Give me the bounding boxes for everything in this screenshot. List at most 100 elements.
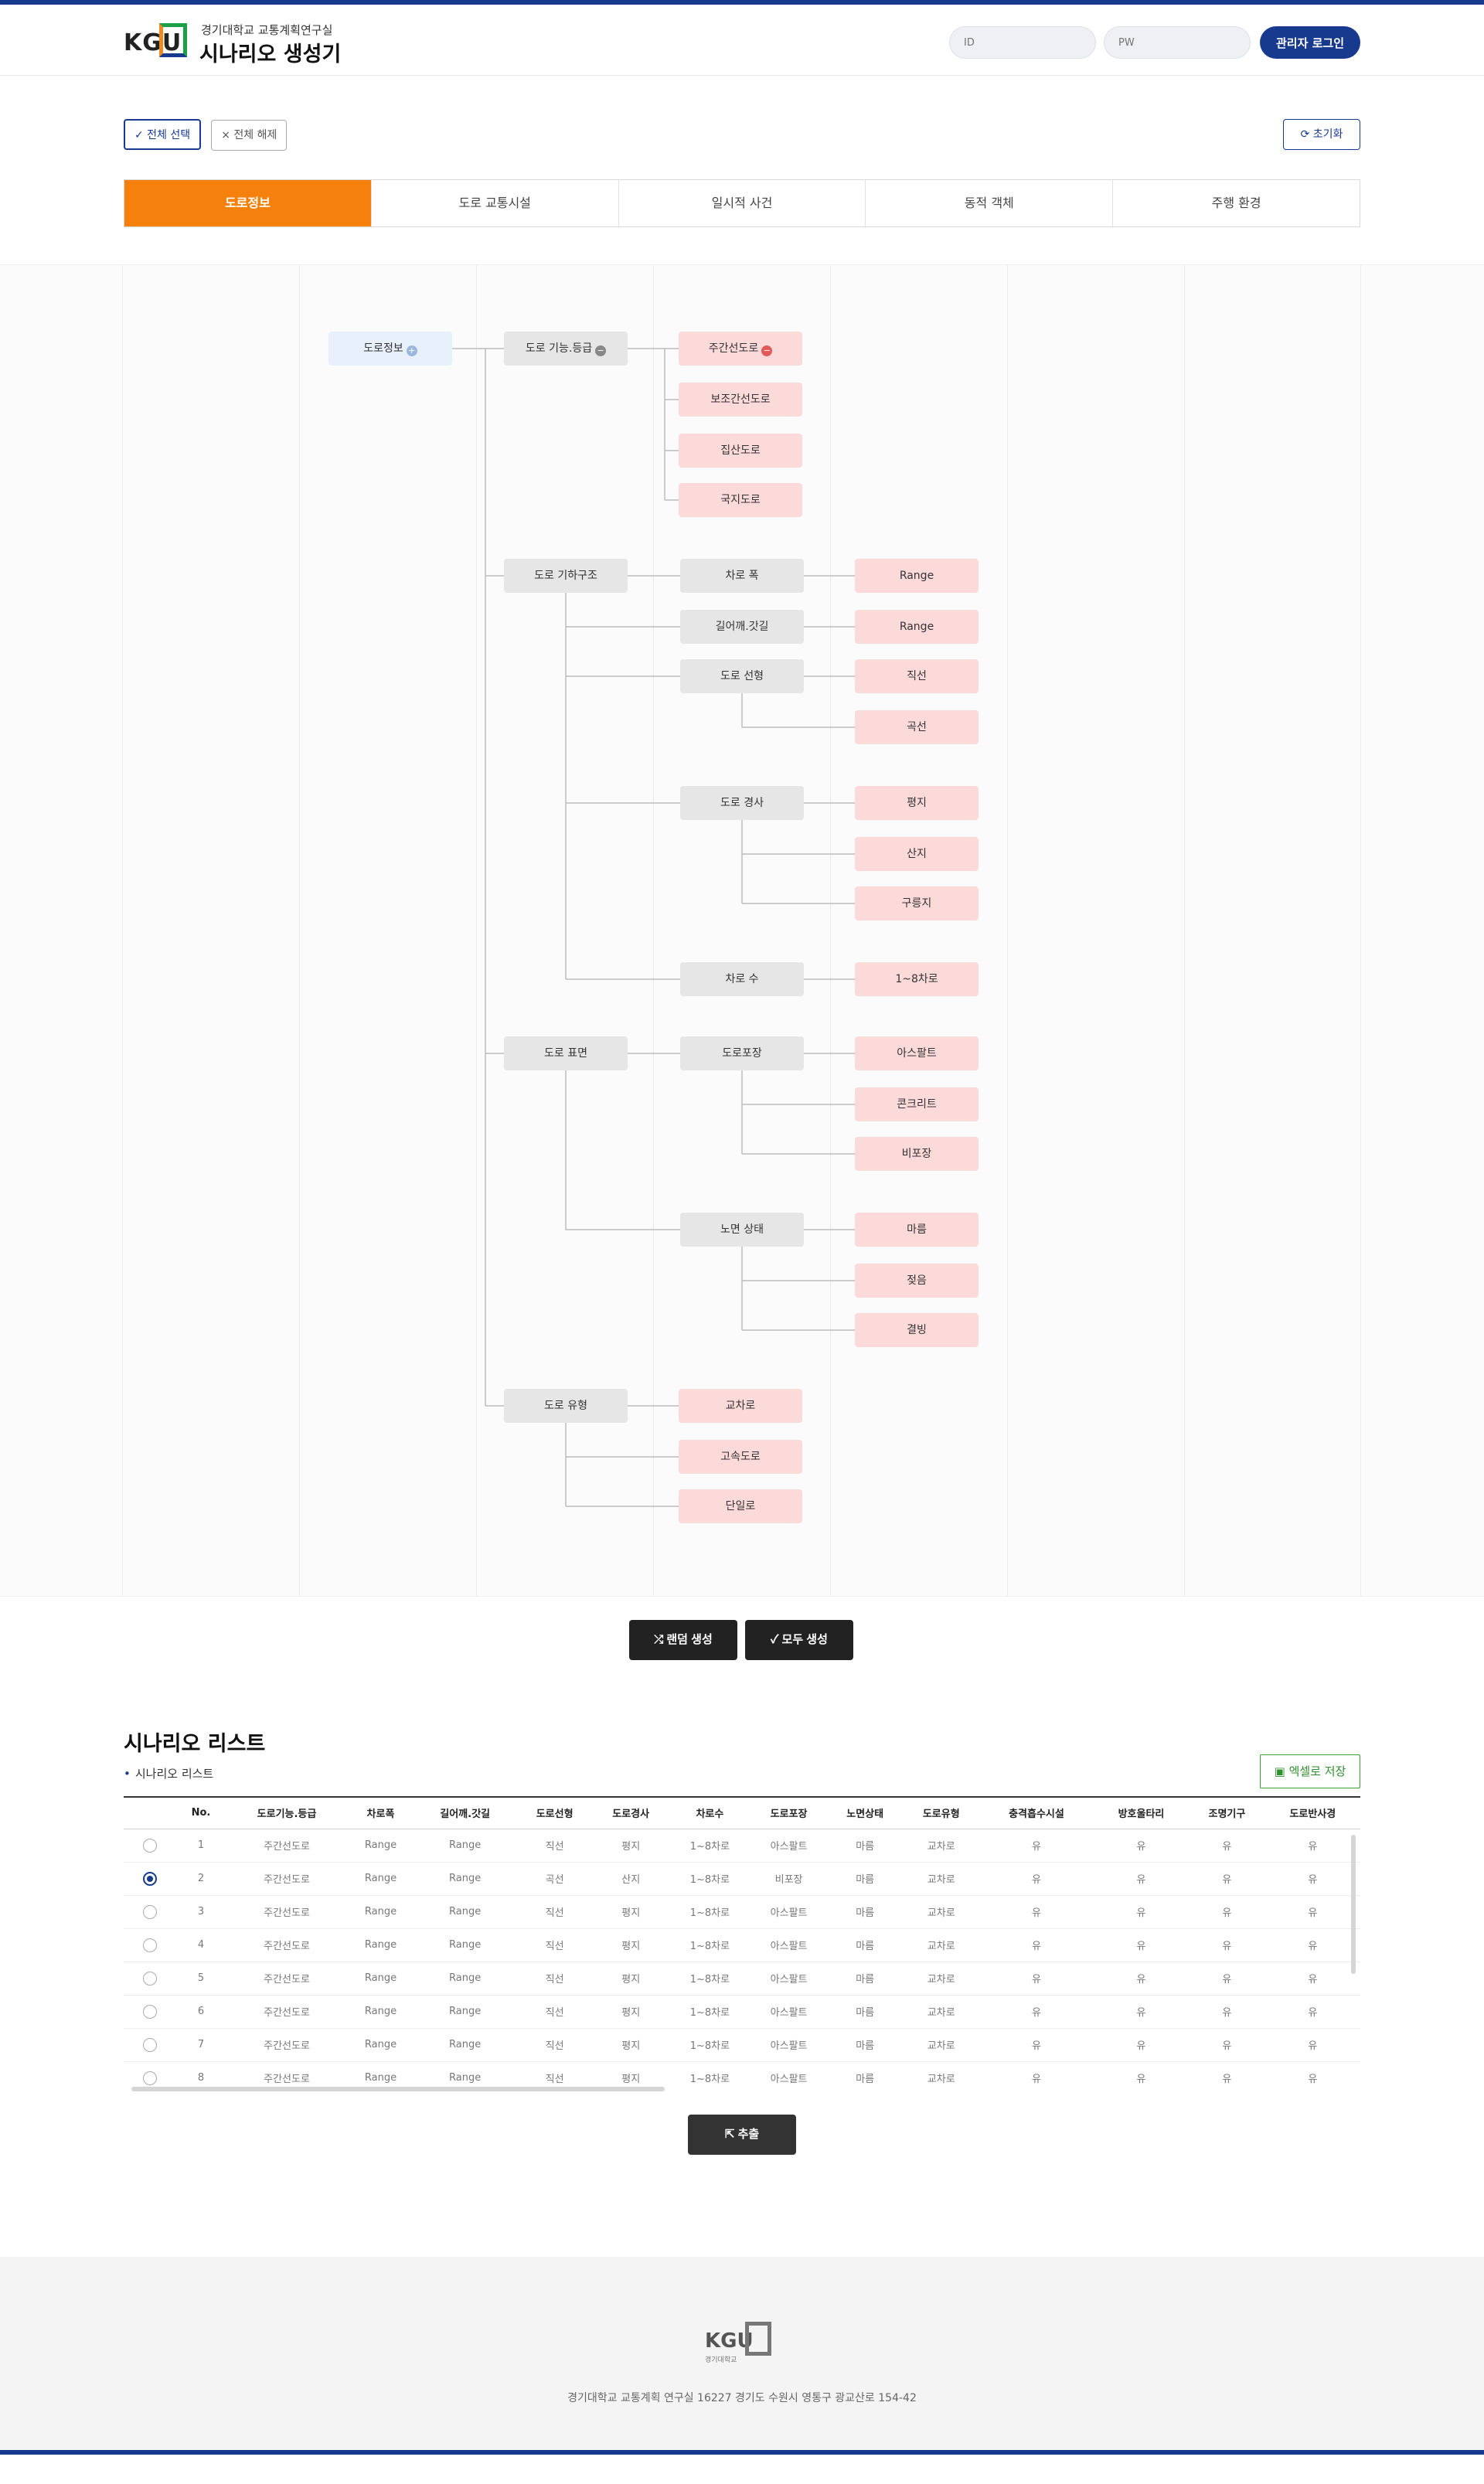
node-mountain[interactable]: 산지 xyxy=(855,837,979,871)
table-cell: 주간선도로 xyxy=(226,1895,349,1929)
row-select-cell[interactable] xyxy=(124,1928,176,1962)
table-cell: 아스팔트 xyxy=(751,1962,827,1996)
grid-line xyxy=(1360,265,1361,1596)
node-lane-count[interactable]: 차로 수 xyxy=(680,962,804,996)
node-straight[interactable]: 직선 xyxy=(855,659,979,693)
node-shoulder-range[interactable]: Range xyxy=(855,610,979,644)
controls: ✓ 전체 선택 × 전체 해제 ⟳ 초기화 도로정보 도로 교통시설 일시적 사… xyxy=(0,76,1484,264)
tab-road-info[interactable]: 도로정보 xyxy=(124,180,372,226)
excel-save-button[interactable]: ▣ 엑셀로 저장 xyxy=(1260,1754,1360,1788)
table-cell: 아스팔트 xyxy=(751,1928,827,1962)
col-alignment: 도로선형 xyxy=(516,1798,593,1829)
row-radio[interactable] xyxy=(143,1938,157,1952)
row-radio[interactable] xyxy=(143,1971,157,1985)
table-cell: 4 xyxy=(176,1928,226,1962)
node-highway[interactable]: 고속도로 xyxy=(679,1440,802,1474)
row-select-cell[interactable] xyxy=(124,1895,176,1929)
node-unpaved[interactable]: 비포장 xyxy=(855,1137,979,1171)
extract-button[interactable]: ⇱ 추출 xyxy=(688,2115,796,2155)
node-road-info[interactable]: 도로정보+ xyxy=(328,332,452,366)
node-road-type[interactable]: 도로 유형 xyxy=(504,1389,628,1423)
node-concrete[interactable]: 콘크리트 xyxy=(855,1087,979,1121)
table-cell: 유 xyxy=(1264,1829,1360,1863)
node-surface[interactable]: 도로 표면 xyxy=(504,1036,628,1070)
row-select-cell[interactable] xyxy=(124,1995,176,2029)
table-cell: 교차로 xyxy=(903,1829,980,1863)
row-radio[interactable] xyxy=(143,1871,157,1886)
node-hill[interactable]: 구릉지 xyxy=(855,886,979,920)
node-icy[interactable]: 결빙 xyxy=(855,1313,979,1347)
kgu-logo[interactable]: KGU xyxy=(124,19,189,62)
id-input[interactable] xyxy=(949,26,1096,59)
row-select-cell[interactable] xyxy=(124,1862,176,1896)
table-cell: Range xyxy=(348,1895,414,1929)
row-radio[interactable] xyxy=(143,2037,157,2052)
node-pavement[interactable]: 도로포장 xyxy=(680,1036,804,1070)
col-guardrail: 방호울타리 xyxy=(1093,1798,1190,1829)
node-dry[interactable]: 마름 xyxy=(855,1213,979,1247)
grid-line xyxy=(476,265,477,1596)
table-cell: 1~8차로 xyxy=(669,2061,751,2093)
node-lane-width[interactable]: 차로 폭 xyxy=(680,559,804,593)
admin-login-button[interactable]: 관리자 로그인 xyxy=(1260,26,1360,59)
node-slope[interactable]: 도로 경사 xyxy=(680,786,804,820)
horizontal-scrollbar[interactable] xyxy=(131,2087,665,2091)
row-radio[interactable] xyxy=(143,1838,157,1853)
minus-icon[interactable]: − xyxy=(761,345,773,356)
node-minor-arterial[interactable]: 보조간선도로 xyxy=(679,383,802,417)
table-cell: 아스팔트 xyxy=(751,1829,827,1863)
row-radio[interactable] xyxy=(143,2004,157,2019)
node-geometry[interactable]: 도로 기하구조 xyxy=(504,559,628,593)
scenario-table[interactable]: No. 도로기능.등급 차로폭 길어깨.갓길 도로선형 도로경사 차로수 도로포… xyxy=(124,1796,1360,2093)
node-collector[interactable]: 집산도로 xyxy=(679,434,802,468)
row-select-cell[interactable] xyxy=(124,1962,176,1996)
node-1-8-lanes[interactable]: 1~8차로 xyxy=(855,962,979,996)
scenario-list: 시나리오 리스트 시나리오 리스트 ▣ 엑셀로 저장 No. 도로기능.등급 차… xyxy=(0,1719,1484,2183)
col-road-type: 도로유형 xyxy=(903,1798,980,1829)
row-select-cell[interactable] xyxy=(124,2028,176,2062)
row-select-cell[interactable] xyxy=(124,1829,176,1863)
table-cell: 유 xyxy=(1264,1862,1360,1896)
node-lane-width-range[interactable]: Range xyxy=(855,559,979,593)
node-intersection[interactable]: 교차로 xyxy=(679,1389,802,1423)
tab-road-facilities[interactable]: 도로 교통시설 xyxy=(372,180,619,226)
node-function-grade[interactable]: 도로 기능.등급− xyxy=(504,332,628,366)
node-local-road[interactable]: 국지도로 xyxy=(679,483,802,517)
random-generate-button[interactable]: ⤮ 랜덤 생성 xyxy=(629,1620,737,1660)
table-cell: Range xyxy=(413,1962,517,1996)
node-arterial[interactable]: 주간선도로− xyxy=(679,332,802,366)
vertical-scrollbar[interactable] xyxy=(1351,1835,1356,1974)
row-radio[interactable] xyxy=(143,2071,157,2085)
node-single-road[interactable]: 단일로 xyxy=(679,1489,802,1523)
table-cell: 마름 xyxy=(826,1895,904,1929)
table-cell: 1~8차로 xyxy=(669,1829,751,1863)
minus-icon[interactable]: − xyxy=(595,345,607,356)
reset-button[interactable]: ⟳ 초기화 xyxy=(1283,119,1360,150)
node-asphalt[interactable]: 아스팔트 xyxy=(855,1036,979,1070)
node-curve[interactable]: 곡선 xyxy=(855,710,979,744)
select-all-button[interactable]: ✓ 전체 선택 xyxy=(124,119,202,150)
logo-text: KGU xyxy=(124,29,182,56)
node-wet[interactable]: 젖음 xyxy=(855,1264,979,1298)
table-cell: 직선 xyxy=(516,1895,593,1929)
row-radio[interactable] xyxy=(143,1904,157,1919)
pw-input[interactable] xyxy=(1104,26,1251,59)
plus-icon[interactable]: + xyxy=(406,345,417,356)
node-flat[interactable]: 평지 xyxy=(855,786,979,820)
node-condition[interactable]: 노면 상태 xyxy=(680,1213,804,1247)
tab-dynamic-objects[interactable]: 동적 객체 xyxy=(866,180,1114,226)
list-title: 시나리오 리스트 xyxy=(124,1732,266,1756)
tab-temporary-events[interactable]: 일시적 사건 xyxy=(619,180,866,226)
node-alignment[interactable]: 도로 선형 xyxy=(680,659,804,693)
tab-driving-env[interactable]: 주행 환경 xyxy=(1211,196,1261,210)
deselect-all-button[interactable]: × 전체 해제 xyxy=(211,120,288,151)
node-shoulder[interactable]: 길어깨.갓길 xyxy=(680,610,804,644)
generate-all-button[interactable]: ✓ 모두 생성 xyxy=(745,1620,853,1660)
